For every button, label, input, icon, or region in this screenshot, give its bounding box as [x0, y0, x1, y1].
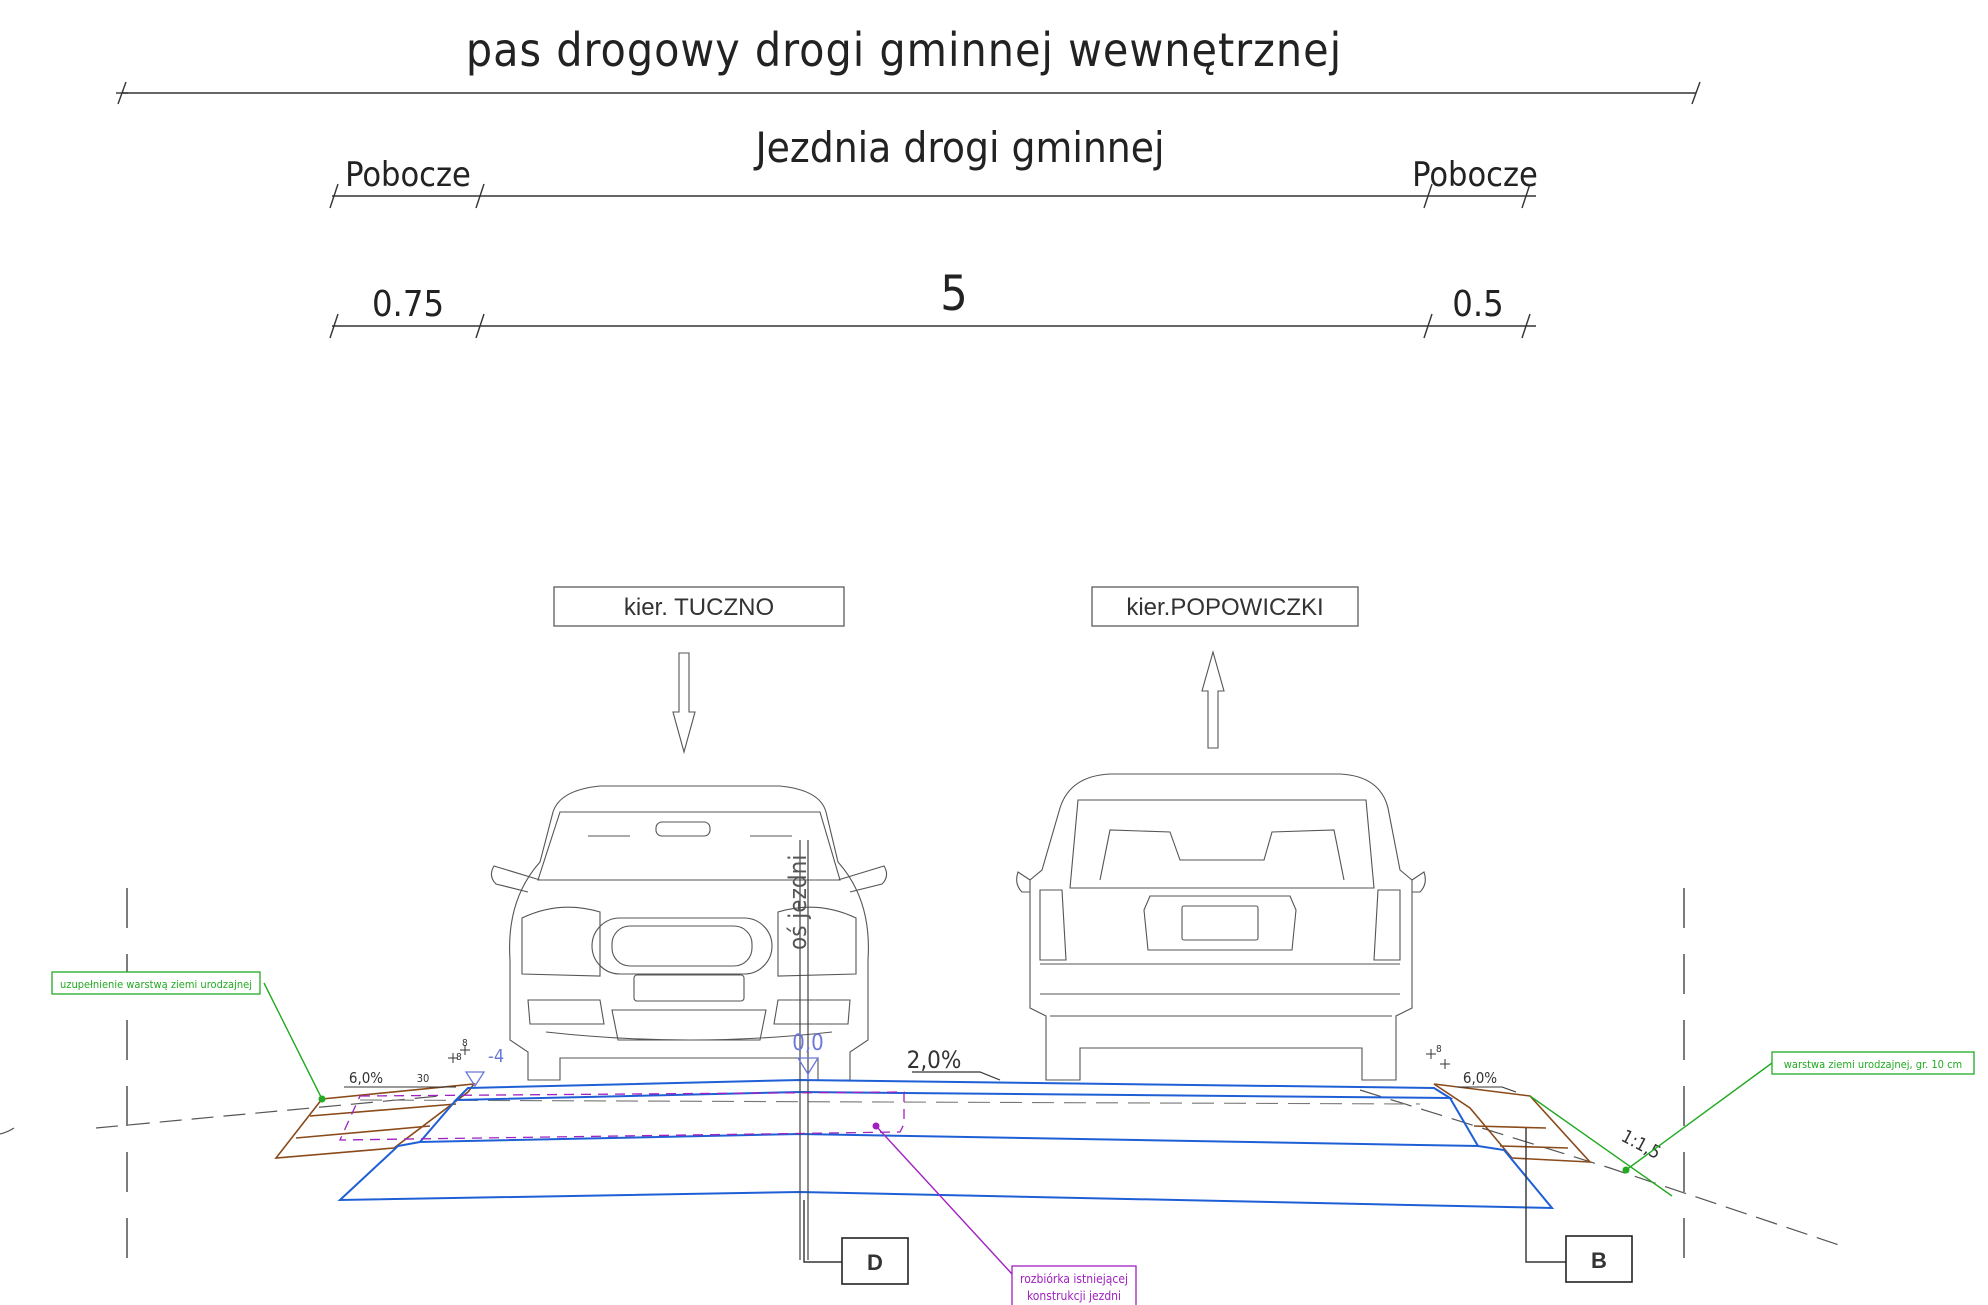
topsoil-layer-callout: warstwa ziemi urodzajnej, gr. 10 cm — [1529, 1051, 1975, 1197]
left-shoulder-slope: 6,0% — [349, 1069, 383, 1087]
left-edge-elevation: -4 8 8 — [448, 1038, 504, 1088]
carriageway-label: Jezdnia drogi gminnej — [754, 123, 1165, 172]
right-shoulder-slope: 6,0% — [1463, 1069, 1497, 1087]
small-mark-a: 8 — [462, 1038, 468, 1049]
car-rear-icon — [1016, 773, 1426, 1081]
right-of-way-dimension: pas drogowy drogi gminnej wewnętrznej — [116, 23, 1701, 105]
direction-left-label: kier. TUCZNO — [624, 594, 774, 621]
right-of-way-label: pas drogowy drogi gminnej wewnętrznej — [466, 23, 1342, 77]
right-shoulder — [1433, 1083, 1592, 1163]
pavement-base — [417, 1097, 1480, 1148]
car-front-icon — [490, 785, 888, 1081]
axis-elevation: 0,0 — [792, 1031, 823, 1056]
left-shoulder-dim: 30 — [417, 1072, 430, 1085]
shoulder-right-width: 0.5 — [1452, 284, 1504, 325]
topsoil-fill-box — [51, 971, 261, 995]
carriageway-width: 5 — [940, 266, 967, 322]
shoulder-left-label: Pobocze — [345, 155, 471, 195]
carriageway-dimension: Jezdnia drogi gminnej Pobocze Pobocze — [329, 123, 1538, 209]
existing-pavement-demolition: rozbiórka istniejącej konstrukcji jezdni — [338, 1091, 1137, 1305]
small-mark-b: 8 — [1436, 1044, 1442, 1055]
pavement-subbase — [337, 1141, 1555, 1210]
topsoil-fill-callout: uzupełnienie warstwą ziemi urodzajnej — [51, 971, 326, 1103]
width-dimensions: 0.75 5 0.5 — [329, 266, 1536, 339]
pavement-surface — [453, 1078, 1454, 1102]
detail-marker-d: D — [803, 1200, 909, 1285]
topsoil-fill-label: uzupełnienie warstwą ziemi urodzajnej — [60, 978, 252, 991]
demolition-callout-line-2: konstrukcji jezdni — [1027, 1289, 1121, 1303]
demolition-callout-box — [1011, 1265, 1137, 1305]
embankment-slope: 1:1,5 — [1618, 1126, 1665, 1164]
left-edge-mark: -4 — [488, 1046, 504, 1067]
shoulder-right-label: Pobocze — [1412, 155, 1538, 195]
direction-right: kier.POPOWICZKI — [1091, 586, 1359, 749]
left-shoulder — [274, 1083, 476, 1159]
road-axis: oś jezdni 0,0 — [784, 840, 824, 1260]
existing-terrain — [0, 1089, 1843, 1247]
road-slope: 2,0% — [907, 1046, 962, 1074]
demolition-callout-line-1: rozbiórka istniejącej — [1020, 1272, 1128, 1286]
shoulder-left-width: 0.75 — [372, 284, 444, 325]
detail-d-box — [841, 1237, 909, 1285]
road-axis-label: oś jezdni — [784, 855, 812, 950]
detail-b-box — [1565, 1235, 1633, 1283]
direction-left: kier. TUCZNO — [553, 586, 845, 755]
left-elevation-marker-icon — [464, 1071, 486, 1088]
elevation-marker-icon — [796, 1057, 820, 1076]
pavement-layers — [337, 1078, 1555, 1210]
detail-marker-b: B — [1525, 1128, 1633, 1283]
direction-left-box — [553, 586, 845, 627]
arrow-down-icon — [672, 652, 696, 755]
shoulders — [274, 1083, 1592, 1163]
direction-right-label: kier.POPOWICZKI — [1126, 594, 1323, 621]
small-mark-a2: 8 — [456, 1052, 462, 1063]
arrow-up-icon — [1201, 649, 1225, 749]
topsoil-layer-label: warstwa ziemi urodzajnej, gr. 10 cm — [1784, 1058, 1962, 1071]
direction-right-box — [1091, 586, 1359, 627]
detail-d-label: D — [867, 1250, 883, 1275]
detail-b-label: B — [1591, 1248, 1607, 1273]
